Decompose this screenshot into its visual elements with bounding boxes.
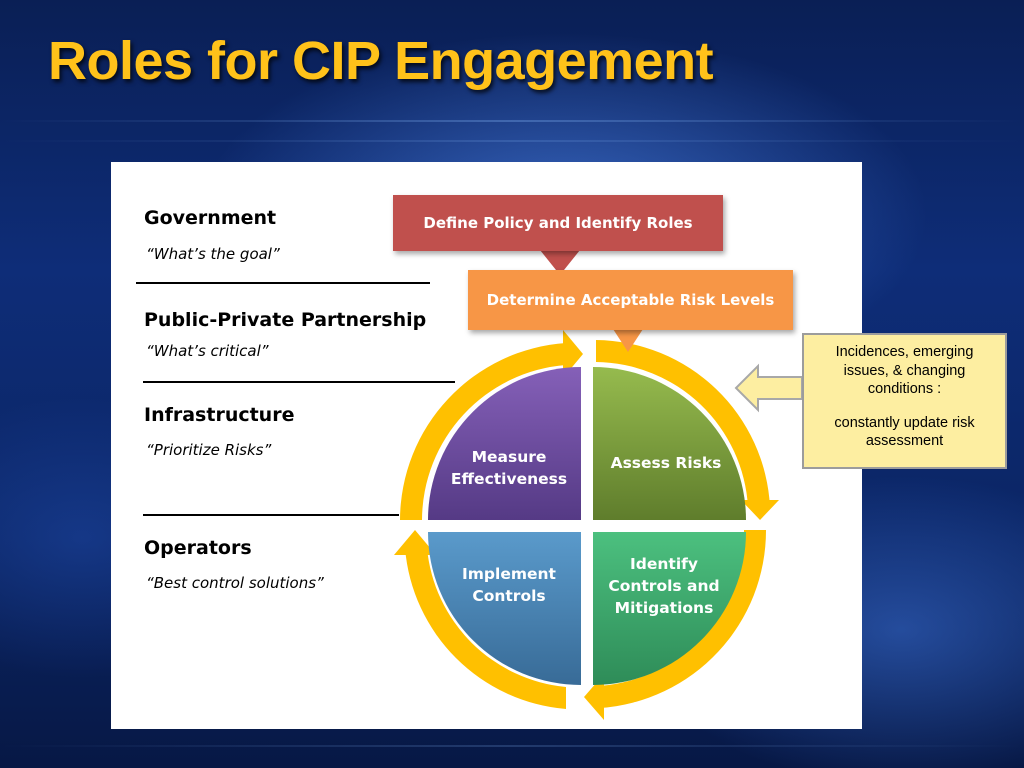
ring-arrow-top-left bbox=[400, 343, 566, 520]
ring-arrow-bottom-left bbox=[405, 548, 566, 709]
divider-1 bbox=[136, 282, 430, 284]
ring-arrowhead-bottom-left bbox=[394, 530, 436, 555]
role-government: Government bbox=[144, 207, 277, 229]
quadrant-identify-controls bbox=[593, 532, 746, 685]
role-infrastructure-quote: “Prioritize Risks” bbox=[146, 441, 272, 459]
assess-risks-label: Assess Risks bbox=[610, 454, 722, 472]
role-operators-quote: “Best control solutions” bbox=[146, 574, 324, 592]
ring-arrow-bottom-right bbox=[600, 530, 767, 708]
determine-pointer bbox=[613, 329, 643, 352]
ring-arrowhead-bottom-right bbox=[584, 674, 604, 720]
divider-3 bbox=[143, 514, 399, 516]
incidences-note: Incidences, emerging issues, & changing … bbox=[802, 333, 1007, 469]
define-pointer bbox=[540, 250, 580, 275]
ring-arrowhead-top-left bbox=[563, 330, 583, 378]
slide-title: Roles for CIP Engagement bbox=[48, 31, 714, 91]
identify-controls-label: Identify Controls and Mitigations bbox=[608, 555, 720, 617]
role-government-quote: “What’s the goal” bbox=[146, 245, 280, 263]
implement-controls-label: Implement Controls bbox=[462, 565, 556, 605]
input-arrow-icon bbox=[734, 363, 803, 413]
divider-2 bbox=[143, 381, 455, 383]
ring-arrowhead-top-right bbox=[741, 500, 779, 520]
measure-effectiveness-label: Measure Effectiveness bbox=[450, 448, 568, 488]
define-policy-box: Define Policy and Identify Roles bbox=[393, 195, 723, 251]
role-infrastructure: Infrastructure bbox=[144, 404, 295, 426]
role-public-private-partnership: Public-Private Partnership bbox=[144, 309, 427, 331]
role-operators: Operators bbox=[144, 537, 252, 559]
determine-risk-box: Determine Acceptable Risk Levels bbox=[468, 270, 793, 330]
quadrant-implement-controls bbox=[428, 532, 581, 685]
role-public-private-partnership-quote: “What’s critical” bbox=[146, 342, 269, 360]
quadrant-assess-risks bbox=[593, 367, 746, 520]
quadrant-measure-effectiveness bbox=[428, 367, 581, 520]
ring-arrow-top-right bbox=[596, 340, 770, 507]
